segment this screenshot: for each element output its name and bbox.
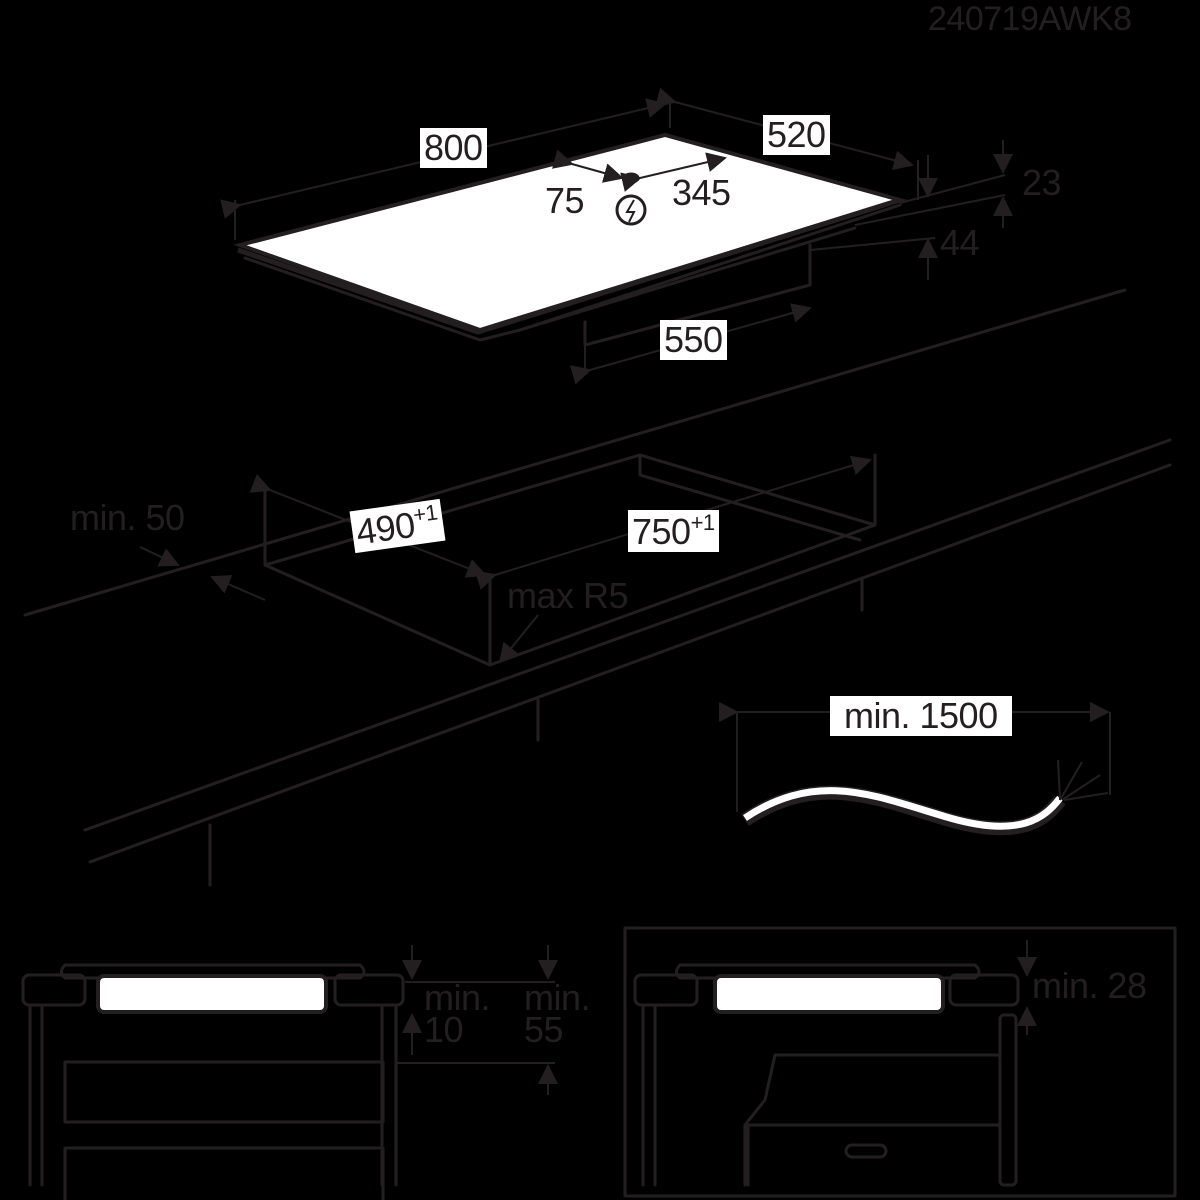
- cabinet-oven-section: [623, 926, 1177, 1198]
- cabinet-drawer-section: [21, 945, 558, 1200]
- cutout-width-tolerance: +1: [690, 510, 716, 535]
- bottom-unit-width-label: 550: [660, 320, 727, 360]
- hob-width-label: 800: [420, 128, 487, 168]
- connection-offset-left-label: 75: [545, 180, 585, 221]
- hob-depth-label: 520: [763, 115, 830, 155]
- cutout-depth-value: 490: [353, 503, 418, 553]
- total-height-label: 44: [940, 222, 980, 263]
- cable-length-label: min. 1500: [830, 696, 1012, 736]
- hob-illustration: [220, 87, 1013, 385]
- corner-radius-label: max R5: [507, 575, 629, 616]
- oven-gap-label: min. 28: [1032, 965, 1147, 1006]
- drawer-gap-1-value: 10: [424, 1009, 464, 1050]
- cutout-width-label: 750+1: [628, 510, 719, 552]
- document-code: 240719AWK8: [928, 0, 1132, 38]
- drawer-gap-1-caption: min.: [424, 977, 491, 1018]
- front-clearance-label: min. 50: [70, 497, 185, 538]
- electric-hazard-icon: [615, 194, 647, 226]
- worktop-illustration: [23, 288, 1172, 887]
- drawer-gap-2-caption: min.: [524, 977, 591, 1018]
- cutout-depth-tolerance: +1: [411, 499, 439, 528]
- cutout-width-value: 750: [632, 511, 691, 552]
- drawer-gap-2-value: 55: [524, 1009, 564, 1050]
- connection-offset-right-label: 345: [672, 172, 731, 213]
- glass-thickness-label: 23: [1022, 162, 1062, 203]
